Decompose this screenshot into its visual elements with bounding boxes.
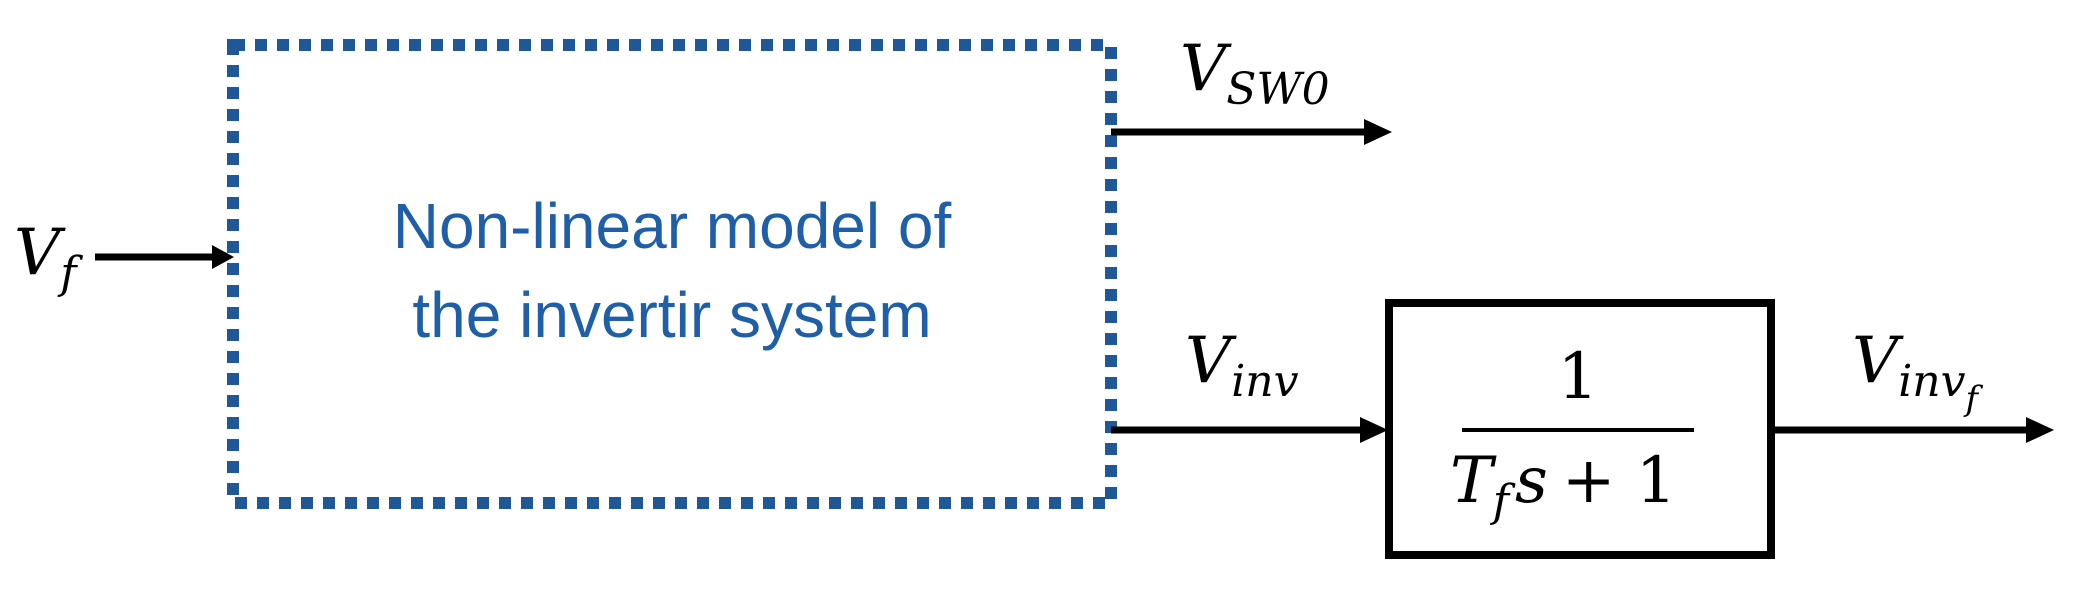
sw0-signal-label: VSW0 (1180, 32, 1330, 115)
nonlinear-model-label-line2: the invertir system (412, 279, 931, 351)
inv-signal-label: Vinv (1185, 324, 1299, 407)
filter-numerator: 1 (1558, 340, 1599, 414)
nonlinear-model-label-line1: Non-linear model of (393, 190, 952, 262)
sw0-output-arrowhead (1364, 119, 1392, 145)
filtered-signal-label: Vinvf (1852, 324, 1984, 419)
inv-output-arrowhead (1360, 417, 1388, 443)
input-signal-label: Vf (14, 216, 83, 299)
filtered-output-arrowhead (2026, 417, 2054, 443)
nonlinear-model-block (227, 39, 1117, 509)
filter-denominator: Tfs+ 1 (1450, 444, 1677, 527)
input-arrowhead (212, 245, 234, 269)
